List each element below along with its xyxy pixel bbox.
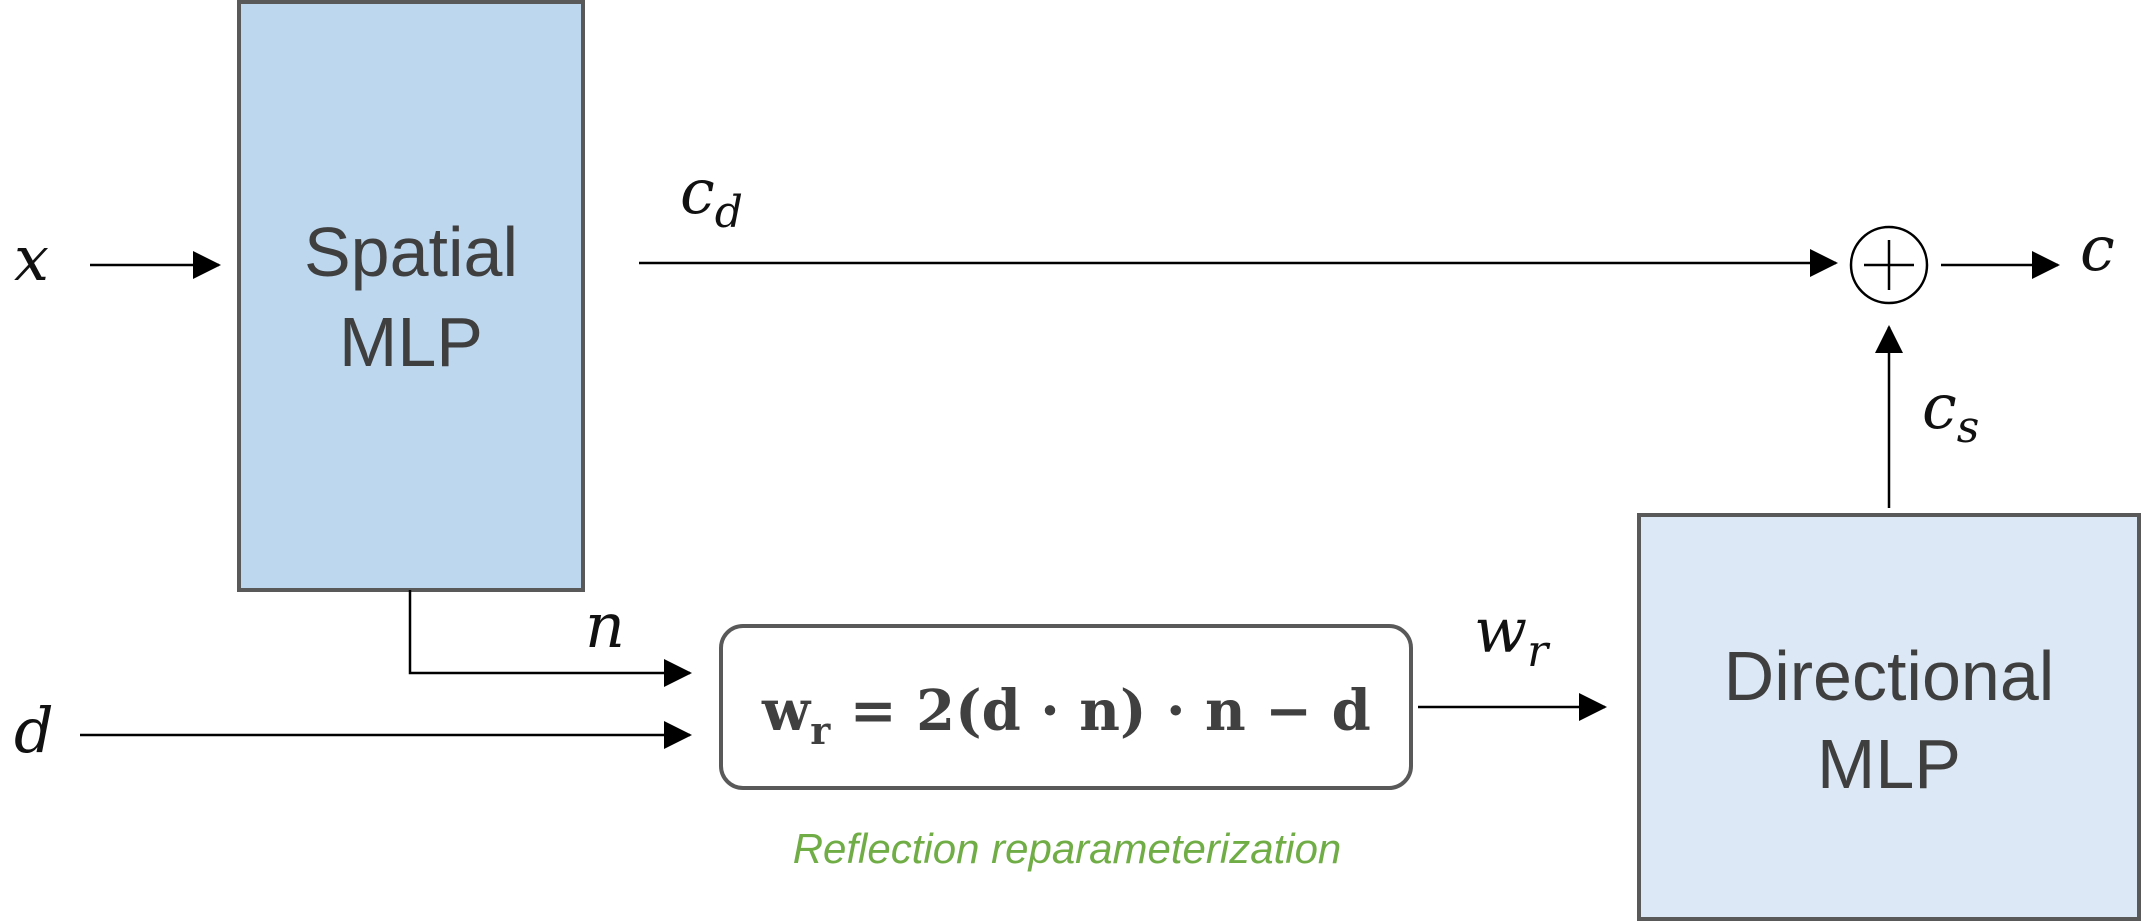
directional-mlp-block: Directional MLP (1637, 513, 2141, 921)
spatial-mlp-label-line2: MLP (339, 303, 483, 381)
x-input-label: x (14, 222, 49, 295)
spatial-mlp-label-line1: Spatial (304, 213, 518, 291)
reflection-box: wr = 2(d · n) · n − d (719, 624, 1413, 790)
n-label: n (585, 589, 625, 662)
c-output-label: c (2080, 212, 2115, 285)
reflection-caption: Reflection reparameterization (793, 825, 1342, 872)
n-arrow (408, 590, 692, 687)
reflection-formula: wr = 2(d · n) · n − d (761, 678, 1371, 753)
sum-node (1849, 225, 1929, 305)
wr-label: wr (1474, 594, 1551, 677)
directional-mlp-label-line2: MLP (1817, 725, 1961, 803)
directional-mlp-label-line1: Directional (1724, 637, 2055, 715)
d-input-label: d (14, 694, 54, 767)
cd-label: cd (680, 155, 743, 238)
spatial-mlp-block: Spatial MLP (237, 0, 585, 592)
cs-label: cs (1922, 370, 1979, 453)
